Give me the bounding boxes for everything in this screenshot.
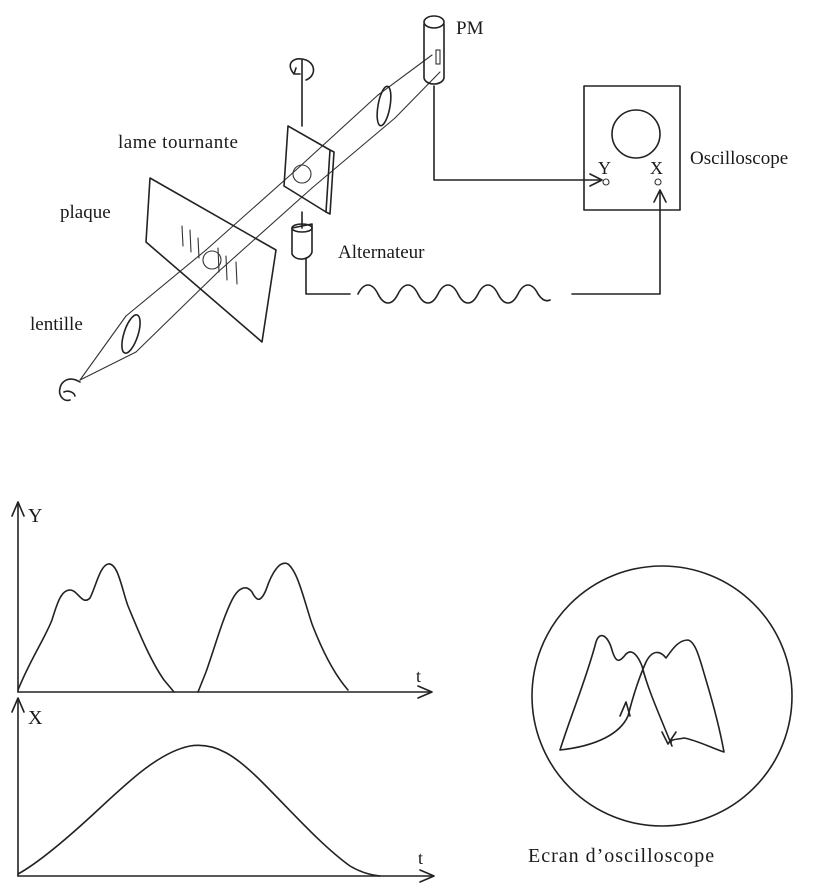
rotating-plate-label: lame tournante [118, 132, 238, 153]
pm-lens-shape [376, 85, 392, 127]
alternator-label: Alternateur [338, 242, 425, 263]
plate-label: plaque [60, 202, 111, 223]
lens-shape [121, 314, 141, 354]
light-cone [79, 315, 137, 381]
x-input-terminal [654, 178, 662, 186]
x-signal-graph: X t [11, 697, 435, 883]
x-time-arrow-icon [419, 869, 435, 883]
curve-arrow-down-icon [661, 731, 677, 745]
x-axis-label: X [28, 707, 43, 729]
lissajous-curve [559, 634, 725, 753]
rotation-arrow-icon [289, 58, 315, 81]
screen-caption: Ecran d’oscilloscope [528, 845, 715, 867]
x-axis-arrow-icon [11, 697, 25, 713]
y-input-terminal [602, 178, 610, 186]
curve-arrow-up-icon [619, 701, 631, 717]
x-signal-curve [17, 744, 381, 877]
plate [145, 177, 277, 343]
photomultiplier [423, 15, 603, 187]
oscilloscope-label: Oscilloscope [690, 148, 788, 169]
lens-label: lentille [30, 314, 83, 335]
y-axis-label: Y [28, 505, 42, 527]
rotating-plate [283, 58, 335, 229]
y-time-label: t [416, 666, 421, 686]
y-axis-arrow-icon [11, 501, 25, 517]
x-time-label: t [418, 848, 423, 868]
y-time-arrow-icon [417, 685, 433, 699]
oscilloscope-y-label: Y [598, 158, 611, 178]
y-signal-graph: Y t [11, 501, 433, 699]
y-signal-curve [17, 562, 349, 693]
alternator [291, 189, 667, 304]
eye-icon [58, 378, 81, 402]
oscilloscope-screen: Ecran d’oscilloscope [528, 565, 793, 867]
pm-label: PM [456, 18, 484, 39]
oscilloscope [583, 85, 681, 211]
light-beam [125, 54, 441, 353]
oscilloscope-x-label: X [650, 158, 663, 178]
apparatus-diagram: PM Oscilloscope Y X lame tournante plaqu… [30, 15, 788, 402]
